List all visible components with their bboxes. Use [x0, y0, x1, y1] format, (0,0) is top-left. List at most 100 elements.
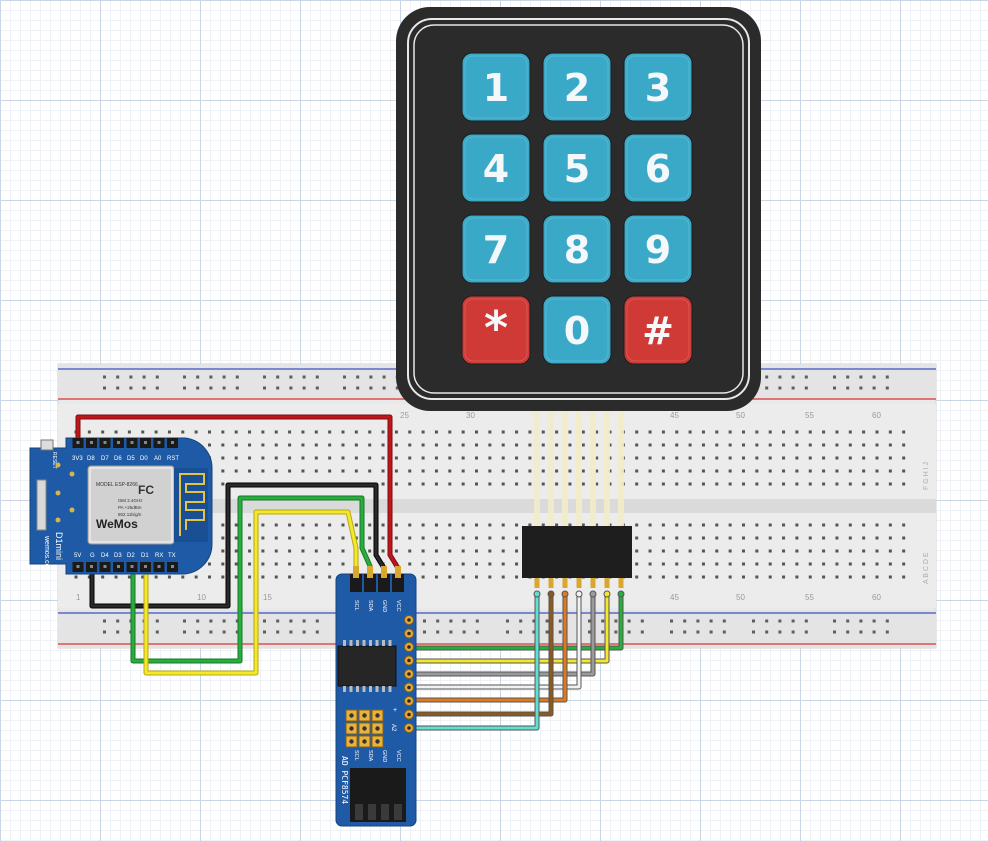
rail-hole [696, 619, 700, 623]
rail-hole [423, 619, 426, 623]
terminal-hole [448, 549, 452, 553]
terminal-hole [288, 562, 292, 566]
pcf-label-scl-b: SCL [353, 750, 359, 761]
terminal-hole [875, 469, 879, 473]
terminal-hole [167, 430, 171, 434]
terminal-hole [808, 469, 812, 473]
terminal-hole [742, 562, 745, 566]
terminal-hole [701, 575, 705, 579]
terminal-hole [408, 562, 412, 566]
terminal-hole [661, 482, 665, 486]
key-2[interactable]: 2 [542, 52, 612, 122]
terminal-hole [501, 469, 505, 473]
pin-label-d4: D4 [101, 553, 109, 559]
reset-button[interactable] [40, 439, 54, 451]
rail-hole [276, 386, 280, 390]
terminal-hole [288, 443, 292, 447]
rail-hole [183, 386, 186, 390]
rail-hole [302, 630, 306, 634]
wemos-logo: WeMos [96, 517, 138, 531]
rail-hole [545, 630, 549, 634]
terminal-hole [248, 575, 252, 579]
terminal-hole [675, 575, 679, 579]
terminal-hole [341, 523, 345, 527]
rail-hole [222, 630, 226, 634]
rail-hole [640, 630, 644, 634]
terminal-hole [528, 430, 532, 434]
key-5[interactable]: 5 [542, 133, 612, 203]
terminal-hole [541, 456, 545, 460]
terminal-hole [341, 430, 345, 434]
terminal-hole [648, 536, 652, 540]
terminal-hole [848, 523, 852, 527]
rail-hole [196, 619, 200, 623]
terminal-hole [421, 536, 425, 540]
rail-hole [833, 630, 836, 634]
terminal-hole [648, 523, 652, 527]
terminal-hole [381, 430, 385, 434]
col-num-10: 10 [197, 593, 206, 602]
rail-hole [395, 386, 399, 390]
terminal-hole [688, 443, 692, 447]
terminal-hole [888, 575, 892, 579]
terminal-hole [114, 430, 118, 434]
key-6[interactable]: 6 [623, 133, 693, 203]
terminal-hole [755, 443, 759, 447]
terminal-hole [875, 482, 879, 486]
terminal-hole [715, 482, 719, 486]
rail-hole [315, 375, 319, 379]
terminal-hole [768, 443, 772, 447]
key-3[interactable]: 3 [623, 52, 693, 122]
terminal-hole [528, 443, 532, 447]
key-hash[interactable]: # [623, 295, 693, 365]
terminal-hole [782, 562, 786, 566]
terminal-hole [288, 430, 292, 434]
key-4[interactable]: 4 [461, 133, 531, 203]
terminal-hole [862, 575, 866, 579]
key-9[interactable]: 9 [623, 214, 693, 284]
terminal-hole [194, 575, 198, 579]
terminal-hole [475, 430, 478, 434]
terminal-hole [328, 536, 332, 540]
terminal-hole [248, 562, 252, 566]
terminal-hole [501, 523, 505, 527]
terminal-hole [448, 430, 452, 434]
terminal-hole [475, 456, 478, 460]
terminal-hole [595, 443, 599, 447]
key-7[interactable]: 7 [461, 214, 531, 284]
terminal-hole [835, 469, 839, 473]
rail-hole [369, 375, 373, 379]
terminal-hole [274, 562, 278, 566]
terminal-hole [221, 523, 225, 527]
rail-hole [532, 619, 536, 623]
terminal-hole [274, 443, 278, 447]
fc-mark: FC [138, 483, 154, 497]
terminal-hole [221, 430, 225, 434]
key-star[interactable]: * [461, 295, 531, 365]
terminal-hole [688, 523, 692, 527]
key-0[interactable]: 0 [542, 295, 612, 365]
terminal-hole [314, 430, 318, 434]
terminal-hole [675, 430, 679, 434]
col-num-15: 15 [263, 593, 272, 602]
terminal-hole [394, 549, 398, 553]
terminal-hole [354, 443, 358, 447]
terminal-hole [568, 430, 572, 434]
terminal-hole [434, 456, 438, 460]
key-8[interactable]: 8 [542, 214, 612, 284]
key-1[interactable]: 1 [461, 52, 531, 122]
pcf-side-header [404, 615, 414, 733]
terminal-hole [475, 562, 478, 566]
terminal-hole [862, 443, 866, 447]
terminal-hole [475, 443, 478, 447]
board-url: wemos.cc [43, 535, 50, 568]
rail-hole [423, 630, 426, 634]
terminal-hole [848, 482, 852, 486]
terminal-hole [675, 562, 679, 566]
pin-label-g: G [90, 553, 95, 559]
terminal-hole [728, 536, 732, 540]
terminal-hole [808, 575, 812, 579]
terminal-hole [755, 536, 759, 540]
terminal-hole [715, 523, 719, 527]
terminal-hole [728, 575, 732, 579]
